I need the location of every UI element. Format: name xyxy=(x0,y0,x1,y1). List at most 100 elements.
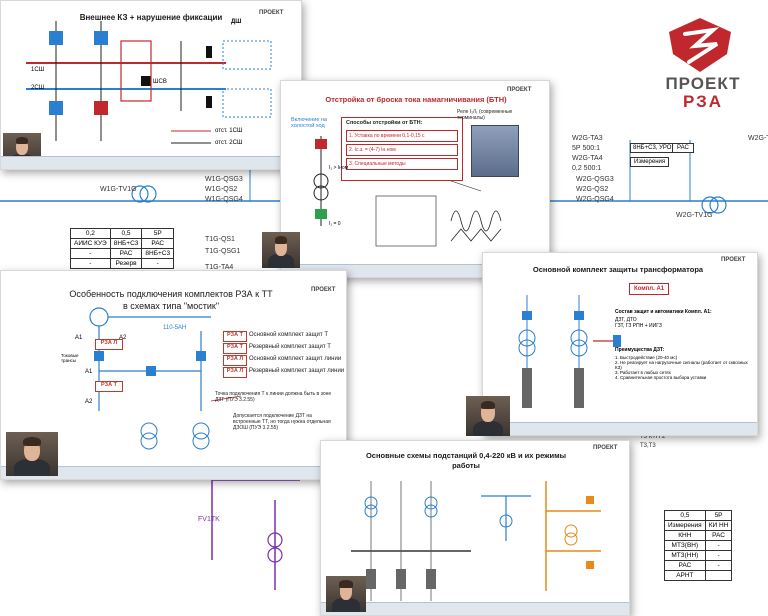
bg-label: W1G-QSG3 xyxy=(205,176,243,183)
bg-label: W2G-TA3 xyxy=(748,135,768,142)
tag: РЗА Т xyxy=(95,381,123,392)
brand-logo: ПРОЕКТ РЗА xyxy=(643,14,763,112)
bg-box: Измерения xyxy=(630,157,670,167)
slide-5-title-2: работы xyxy=(452,461,480,470)
logo-text: ПРОЕКТ xyxy=(507,87,532,93)
slide-3-bus: 110-5АН xyxy=(163,325,187,331)
bg-label: T3 КТН 2 xyxy=(640,434,666,440)
slide-5: Основные схемы подстанций 0,4-220 кВ и и… xyxy=(320,440,630,616)
slide-1-title: Внешнее КЗ + нарушение фиксации xyxy=(79,13,223,22)
legend-text: Резервный комплект защит линии xyxy=(249,368,345,374)
legend-text: Основной комплект защит линии xyxy=(249,356,342,362)
cell: АИИС КУЭ xyxy=(70,238,111,249)
slide-2-title: Отстройка от броска тока намагничивания … xyxy=(325,95,507,104)
cell: 0,5 xyxy=(664,510,706,521)
slide-2-label: Включение на холостой ход xyxy=(291,117,328,129)
cell: КИ НН xyxy=(704,520,733,531)
cell: - xyxy=(141,258,175,269)
legend-text: Резервный комплект защит Т xyxy=(249,344,331,350)
webcam-presenter xyxy=(262,232,300,268)
bg-label: W2G-QSG4 xyxy=(576,196,614,203)
bg-label: T1G-QSG1 xyxy=(205,248,241,255)
bg-label: T1G-QS1 xyxy=(205,236,235,243)
cell: АРНТ xyxy=(664,570,706,581)
slide-2-schematic xyxy=(313,136,502,247)
adv-item: 4. Сравнительная простота выбора уставки xyxy=(615,375,707,380)
slide-4: Основной комплект защиты трансформатора … xyxy=(482,252,758,436)
slide-3-title-1: Особенность подключения комплектов РЗА к… xyxy=(69,289,273,299)
taskbar xyxy=(1,156,301,169)
bg-label: T3,T3 xyxy=(640,443,656,449)
slide-2-item: 1. Уставка по времени 0,1-0,15 с xyxy=(346,130,458,142)
bg-label: W2G-TV1G xyxy=(676,212,713,219)
cell: МТЗ(НН) xyxy=(664,550,706,561)
brand-line1: ПРОЕКТ xyxy=(665,74,741,93)
cell: 0,2 xyxy=(70,228,111,239)
webcam-presenter xyxy=(466,396,510,436)
slide-1-corner: ДШ xyxy=(231,19,242,25)
slide-1-label: отст. 1СШ xyxy=(215,128,243,134)
slide-3-note-1: Точка подключения Т к линии должна быть … xyxy=(215,391,332,403)
slide-4-title: Основной комплект защиты трансформатора xyxy=(532,265,704,274)
cell: МТЗ(ВН) xyxy=(664,540,706,551)
legend-tag: РЗА Л xyxy=(223,355,247,366)
legend-tag: РЗА Л xyxy=(223,367,247,378)
cell: Резерв xyxy=(109,258,143,269)
cell: КНН xyxy=(664,530,706,541)
logo-text: ПРОЕКТ xyxy=(721,257,746,263)
taskbar xyxy=(1,466,346,479)
bg-label: W2G-TA4 xyxy=(572,155,603,162)
adv-item: 3. Работает в любых сетях xyxy=(615,370,671,375)
cell: 0,5 xyxy=(109,228,143,239)
side-label: А1 xyxy=(75,335,83,341)
slide-4-schematic xyxy=(518,295,621,408)
brand-mark-icon xyxy=(669,18,731,72)
slide-1: Внешнее КЗ + нарушение фиксации ПРОЕКТ Д… xyxy=(0,0,302,170)
cell: - xyxy=(704,540,733,551)
logo-text: ПРОЕКТ xyxy=(593,445,618,451)
webcam-presenter xyxy=(6,432,58,476)
adv-item: 1. Быстродействие (20-40 мс) xyxy=(615,355,678,360)
slide-2-item: 2. Iс.з. = (4-7) Iн.ном xyxy=(346,144,458,156)
slide-3: Особенность подключения комплектов РЗА к… xyxy=(0,270,347,480)
slide-2-side: Реле I₂/I₁ (современные терминалы) xyxy=(457,109,513,121)
legend-tag: РЗА Т xyxy=(223,343,247,354)
cell: - xyxy=(70,258,111,269)
logo-text: ПРОЕКТ xyxy=(259,10,284,16)
brand-line2: РЗА xyxy=(682,92,724,111)
slide-3-note-2: Допускается подключение ДЗТ на встроенны… xyxy=(233,413,331,431)
side-label: А2 xyxy=(85,399,93,405)
cell: РАС xyxy=(704,530,733,541)
slide-1-logo: ПРОЕКТ xyxy=(259,10,283,16)
cell: Измерения xyxy=(664,520,706,531)
slide-5-logo: ПРОЕКТ xyxy=(593,445,617,451)
bg-label: 0,2 500:1 xyxy=(572,165,602,172)
slide-4-box: Компл. А1 xyxy=(629,283,670,295)
slide-4-comp: ДЗТ, ДТО ГЗТ, ГЗ РПН + ИИГЗ xyxy=(615,317,662,329)
cell xyxy=(704,570,733,581)
slide-2: Отстройка от броска тока намагничивания … xyxy=(280,80,550,278)
slide-2-item: 3. Специальные методы xyxy=(346,158,458,170)
slide-1-label: отст. 2СШ xyxy=(215,140,243,146)
slide-2-label: I₁ = 0 xyxy=(329,221,341,227)
bg-label: W1G-TV1G xyxy=(100,186,137,193)
cell: 5Р xyxy=(141,228,175,239)
cell: - xyxy=(70,248,111,259)
cell: РАС xyxy=(664,560,706,571)
side-label: А1 xyxy=(85,369,93,375)
bg-label: W1G-QSG4 xyxy=(205,196,243,203)
cell: 8НБ+С3 xyxy=(109,238,143,249)
legend-text: Основной комплект защит Т xyxy=(249,332,328,338)
ct-label: Токовые трансы xyxy=(61,353,79,363)
cell: - xyxy=(704,550,733,561)
slide-5-title-1: Основные схемы подстанций 0,4-220 кВ и и… xyxy=(365,451,567,460)
slide-1-label: 1СШ xyxy=(31,67,45,73)
cell: РАС xyxy=(141,238,175,249)
bg-label: W2G-QSG3 xyxy=(576,176,614,183)
slide-1-label: 2СШ xyxy=(31,85,45,91)
slide-4-comp-title: Состав защит и автоматики Компл. А1: xyxy=(615,309,712,315)
bg-label: W2G-QS2 xyxy=(576,186,609,193)
